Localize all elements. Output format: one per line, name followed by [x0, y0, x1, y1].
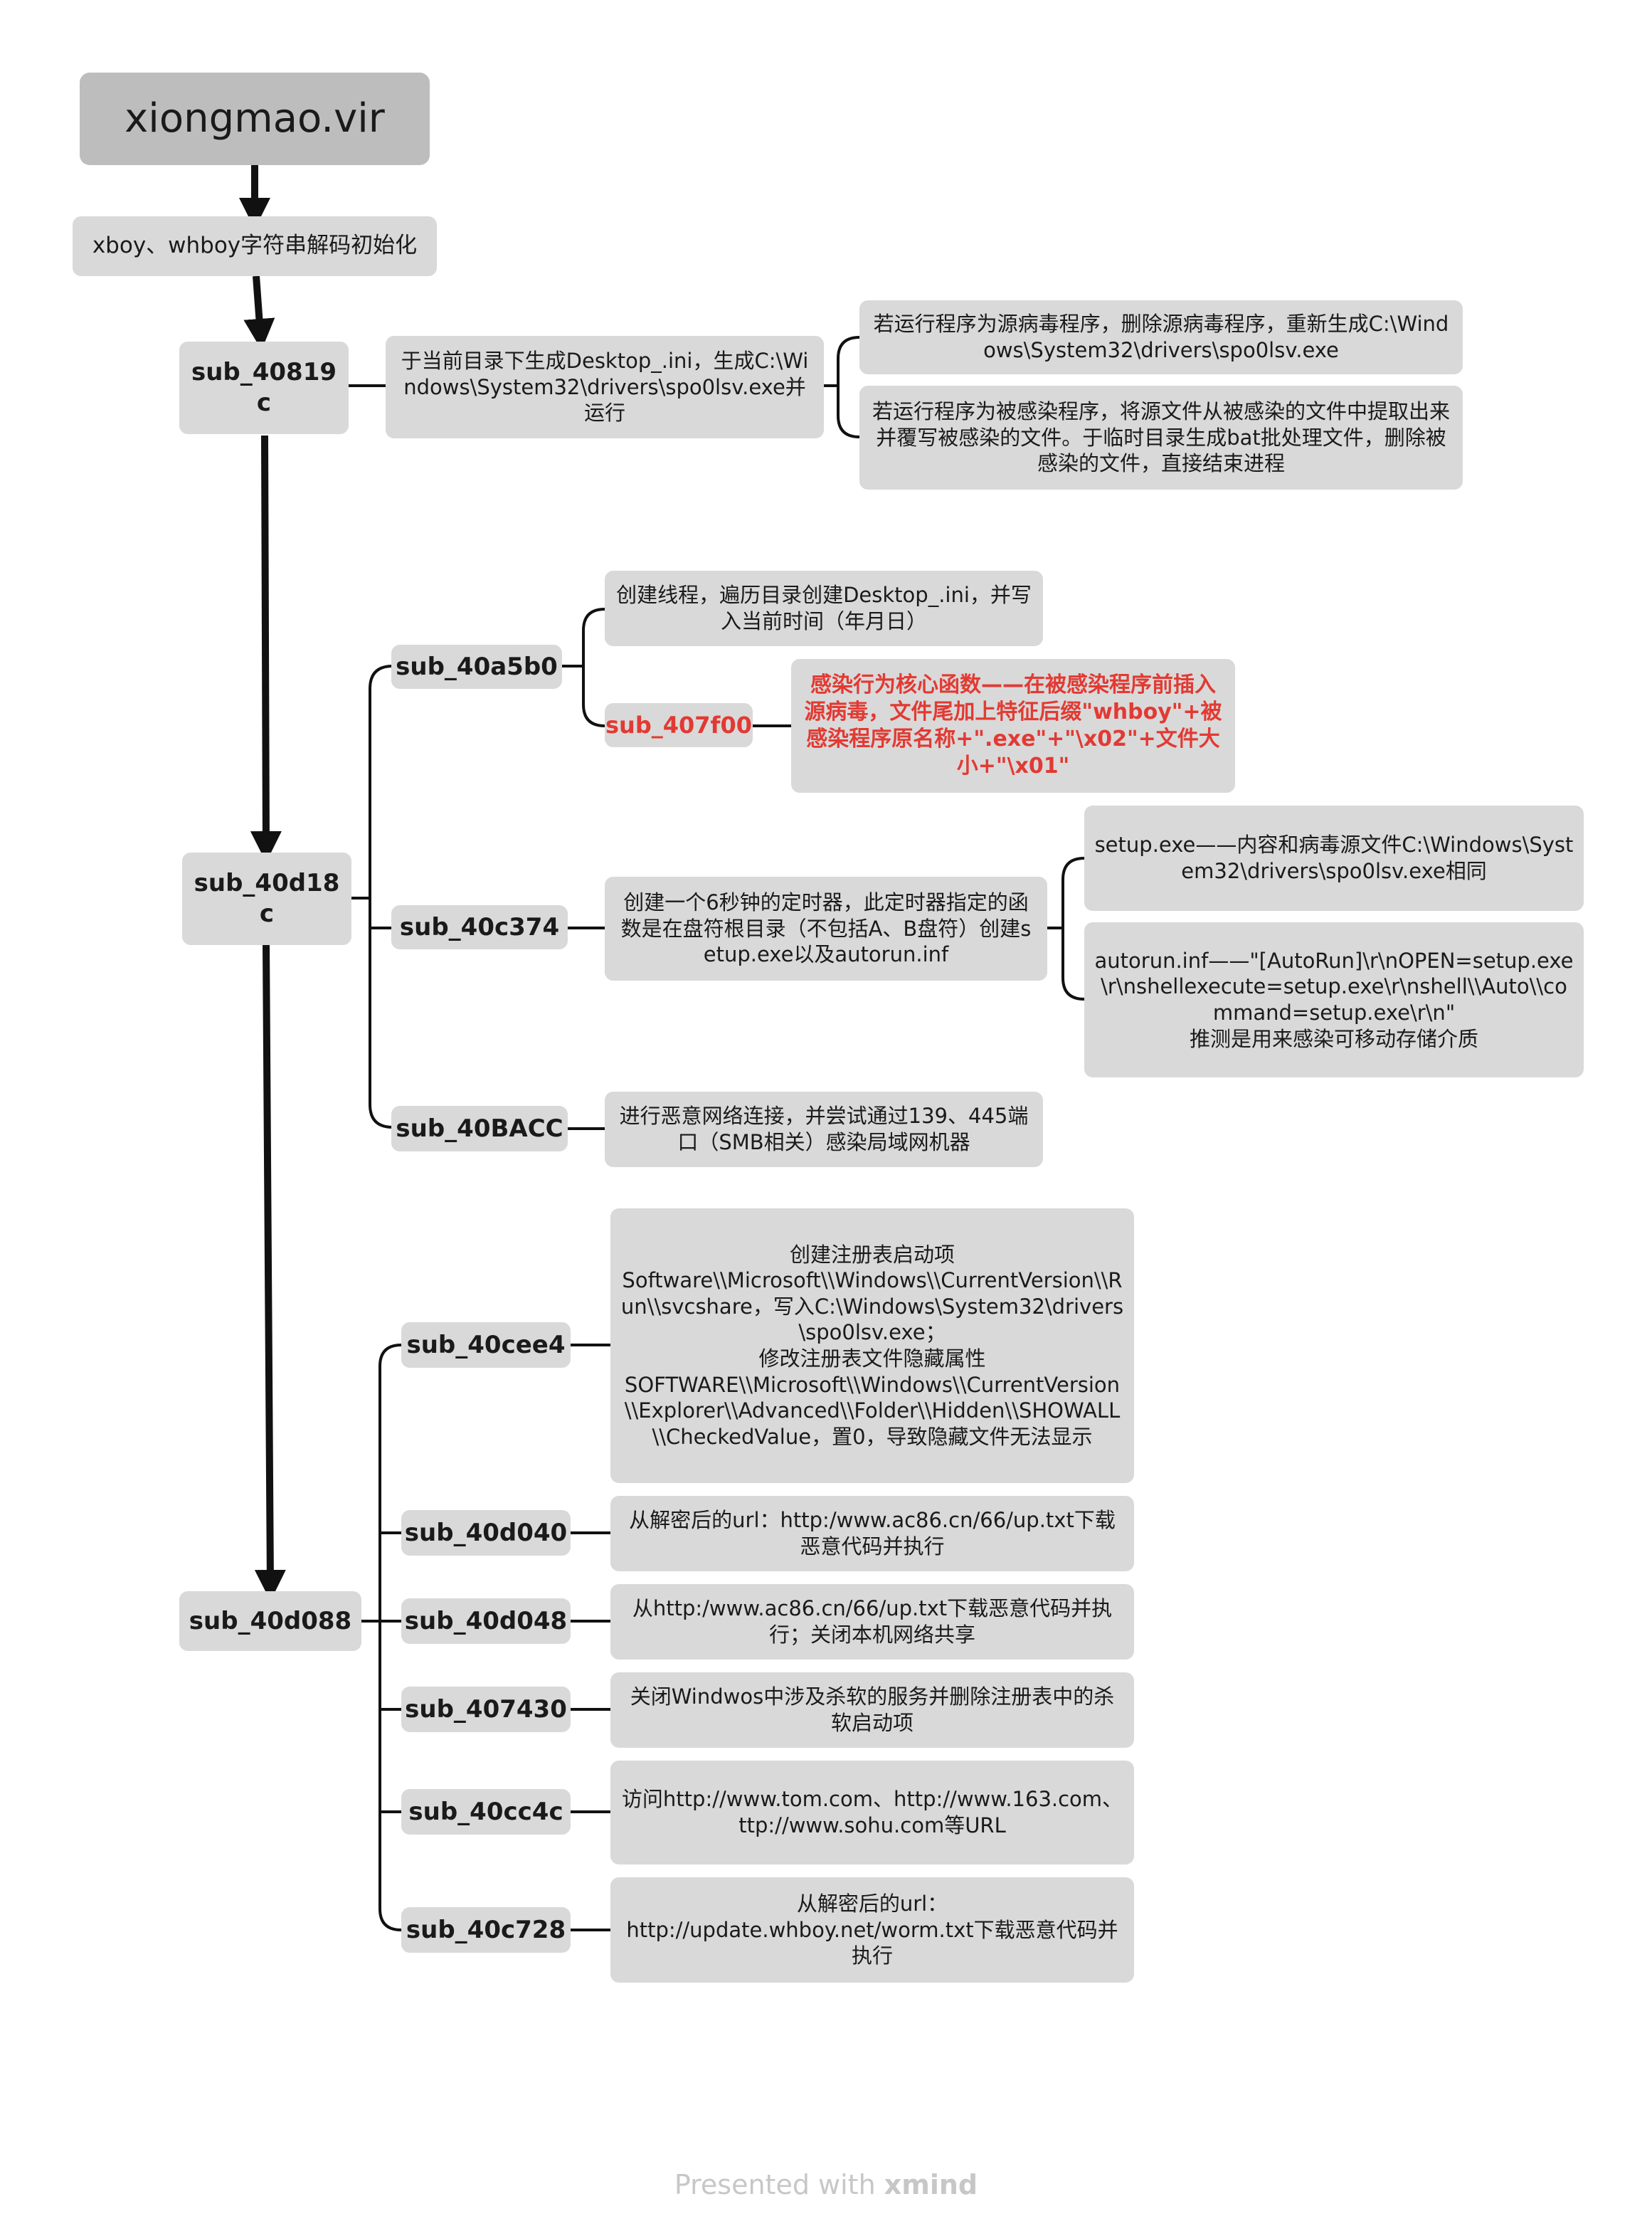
node-sub-40d048-label: sub_40d048 — [404, 1606, 568, 1635]
desc-sub-40c374[interactable]: 创建一个6秒钟的定时器，此定时器指定的函数是在盘符根目录（不包括A、B盘符）创建… — [605, 877, 1047, 981]
node-sub-407430-label: sub_407430 — [405, 1694, 567, 1724]
node-sub-40d048[interactable]: sub_40d048 — [401, 1598, 571, 1644]
desc-source-virus-text: 若运行程序为源病毒程序，删除源病毒程序，重新生成C:\Windows\Syste… — [873, 312, 1449, 362]
arrow-init-to-40819c — [243, 275, 275, 350]
desc-sub-40d048[interactable]: 从http:/www.ac86.cn/66/up.txt下载恶意代码并执行；关闭… — [610, 1584, 1134, 1660]
edge-40d18c-bracket — [351, 665, 393, 1129]
node-sub-40cc4c[interactable]: sub_40cc4c — [401, 1789, 571, 1835]
desc-infected-program[interactable]: 若运行程序为被感染程序，将源文件从被感染的文件中提取出来并覆写被感染的文件。于临… — [859, 386, 1463, 490]
node-sub-40d18c-label: sub_40d18 c — [194, 869, 340, 928]
desc-sub-40819c-text: 于当前目录下生成Desktop_.ini，生成C:\Windows\System… — [401, 349, 809, 426]
node-sub-40d040-label: sub_40d040 — [404, 1518, 568, 1547]
node-sub-40c728[interactable]: sub_40c728 — [401, 1907, 571, 1953]
desc-sub-40a5b0-text: 创建线程，遍历目录创建Desktop_.ini，并写入当前时间（年月日） — [616, 583, 1032, 633]
desc-setup-exe[interactable]: setup.exe——内容和病毒源文件C:\Windows\System32\d… — [1084, 806, 1584, 911]
desc-infected-program-text: 若运行程序为被感染程序，将源文件从被感染的文件中提取出来并覆写被感染的文件。于临… — [872, 399, 1450, 476]
node-sub-40a5b0-label: sub_40a5b0 — [396, 652, 558, 681]
desc-setup-exe-text: setup.exe——内容和病毒源文件C:\Windows\System32\d… — [1094, 833, 1574, 883]
node-sub-40BACC[interactable]: sub_40BACC — [391, 1106, 568, 1151]
desc-autorun-inf-text: autorun.inf——"[AutoRun]\r\nOPEN=setup.ex… — [1094, 948, 1574, 1051]
node-sub-40d18c[interactable]: sub_40d18 c — [182, 853, 351, 945]
desc-sub-407430[interactable]: 关闭Windwos中涉及杀软的服务并删除注册表中的杀软启动项 — [610, 1672, 1134, 1748]
node-sub-40d088-label: sub_40d088 — [189, 1606, 352, 1635]
desc-sub-407f00[interactable]: 感染行为核心函数——在被感染程序前插入源病毒，文件尾加上特征后缀"whboy"+… — [791, 659, 1235, 793]
init-label: xboy、whboy字符串解码初始化 — [92, 233, 418, 259]
desc-sub-407430-text: 关闭Windwos中涉及杀软的服务并删除注册表中的杀软启动项 — [630, 1684, 1115, 1735]
footer-prefix: Presented with — [674, 2169, 884, 2200]
desc-sub-40cc4c[interactable]: 访问http://www.tom.com、http://www.163.com、… — [610, 1761, 1134, 1864]
xmind-logo: xmind — [884, 2169, 978, 2200]
edge-40d088-bracket — [361, 1344, 402, 1931]
node-sub-40c374[interactable]: sub_40c374 — [391, 905, 568, 949]
root-title: xiongmao.vir — [125, 95, 385, 142]
desc-sub-40819c[interactable]: 于当前目录下生成Desktop_.ini，生成C:\Windows\System… — [386, 336, 824, 438]
arrow-40d18c-to-40d088 — [254, 944, 286, 1601]
desc-sub-407f00-text: 感染行为核心函数——在被感染程序前插入源病毒，文件尾加上特征后缀"whboy"+… — [804, 672, 1222, 779]
node-sub-40c728-label: sub_40c728 — [406, 1915, 566, 1944]
desc-sub-40c374-text: 创建一个6秒钟的定时器，此定时器指定的函数是在盘符根目录（不包括A、B盘符）创建… — [620, 890, 1032, 967]
desc-sub-40c728-text: 从解密后的url： http://update.whboy.net/worm.t… — [626, 1892, 1118, 1968]
node-sub-40819c-label: sub_40819 c — [191, 358, 337, 417]
edge-40d088-descs — [571, 1344, 610, 1931]
desc-sub-40c728[interactable]: 从解密后的url： http://update.whboy.net/worm.t… — [610, 1877, 1134, 1983]
desc-sub-40cee4[interactable]: 创建注册表启动项 Software\\Microsoft\\Windows\\C… — [610, 1208, 1134, 1483]
desc-sub-40cc4c-text: 访问http://www.tom.com、http://www.163.com、… — [621, 1787, 1123, 1837]
node-sub-407f00[interactable]: sub_407f00 — [605, 703, 753, 747]
node-sub-40cc4c-label: sub_40cc4c — [408, 1797, 563, 1826]
desc-sub-40d040[interactable]: 从解密后的url：http:/www.ac86.cn/66/up.txt下载恶意… — [610, 1496, 1134, 1571]
node-sub-40a5b0[interactable]: sub_40a5b0 — [391, 645, 562, 689]
root-node[interactable]: xiongmao.vir — [80, 73, 430, 165]
node-sub-407f00-label: sub_407f00 — [605, 711, 752, 739]
init-node[interactable]: xboy、whboy字符串解码初始化 — [73, 216, 437, 276]
node-sub-40819c[interactable]: sub_40819 c — [179, 342, 349, 434]
node-sub-407430[interactable]: sub_407430 — [401, 1687, 571, 1732]
desc-sub-40d048-text: 从http:/www.ac86.cn/66/up.txt下载恶意代码并执行；关闭… — [632, 1596, 1113, 1647]
desc-source-virus[interactable]: 若运行程序为源病毒程序，删除源病毒程序，重新生成C:\Windows\Syste… — [859, 300, 1463, 374]
node-sub-40cee4[interactable]: sub_40cee4 — [401, 1322, 571, 1368]
desc-sub-40cee4-text: 创建注册表启动项 Software\\Microsoft\\Windows\\C… — [620, 1242, 1124, 1449]
node-sub-40BACC-label: sub_40BACC — [396, 1114, 563, 1143]
desc-sub-40BACC-text: 进行恶意网络连接，并尝试通过139、445端口（SMB相关）感染局域网机器 — [619, 1104, 1029, 1154]
edge-40a5b0-children — [562, 608, 605, 727]
desc-sub-40d040-text: 从解密后的url：http:/www.ac86.cn/66/up.txt下载恶意… — [629, 1508, 1116, 1558]
node-sub-40c374-label: sub_40c374 — [399, 912, 560, 941]
desc-autorun-inf[interactable]: autorun.inf——"[AutoRun]\r\nOPEN=setup.ex… — [1084, 922, 1584, 1077]
node-sub-40d040[interactable]: sub_40d040 — [401, 1510, 571, 1556]
node-sub-40cee4-label: sub_40cee4 — [406, 1330, 566, 1359]
edge-40819c-children — [824, 336, 860, 438]
desc-sub-40a5b0[interactable]: 创建线程，遍历目录创建Desktop_.ini，并写入当前时间（年月日） — [605, 571, 1043, 646]
arrow-40819c-to-40d18c — [250, 435, 282, 863]
footer-credit: Presented with xmind — [0, 2169, 1652, 2200]
node-sub-40d088[interactable]: sub_40d088 — [179, 1591, 361, 1651]
edge-40c374-children — [1047, 857, 1085, 1001]
desc-sub-40BACC[interactable]: 进行恶意网络连接，并尝试通过139、445端口（SMB相关）感染局域网机器 — [605, 1092, 1043, 1167]
